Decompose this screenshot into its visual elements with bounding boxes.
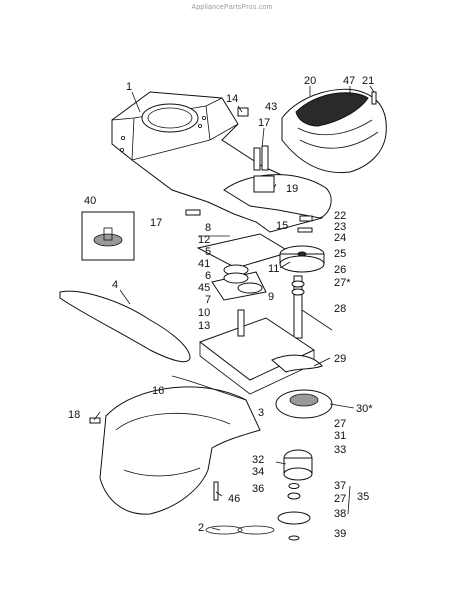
label-20: 20 xyxy=(304,75,316,87)
label-40: 40 xyxy=(84,195,96,207)
scroll-housing xyxy=(99,375,261,515)
label-4: 4 xyxy=(112,279,118,291)
leader-lines xyxy=(93,85,375,531)
label-37: 37 xyxy=(334,480,346,492)
label-12: 12 xyxy=(198,234,210,246)
label-31: 31 xyxy=(334,430,346,442)
part-number-labels: 1 14 43 17 20 47 21 19 40 17 22 23 24 25… xyxy=(68,75,374,540)
impeller xyxy=(275,389,333,419)
label-21: 21 xyxy=(362,75,374,87)
label-28: 28 xyxy=(334,303,346,315)
label-7: 7 xyxy=(205,294,211,306)
pulley-large xyxy=(279,245,325,273)
label-39: 39 xyxy=(334,528,346,540)
label-22: 22 xyxy=(334,210,346,222)
label-13: 13 xyxy=(198,320,210,332)
watermark: AppliancePartsPros.com xyxy=(191,4,273,11)
label-15: 15 xyxy=(276,220,288,232)
label-19: 19 xyxy=(286,183,298,195)
drive-belt xyxy=(59,290,191,363)
label-5: 5 xyxy=(205,246,211,258)
label-32: 32 xyxy=(252,454,264,466)
label-6: 6 xyxy=(205,270,211,282)
label-25: 25 xyxy=(334,248,346,260)
engine-cover xyxy=(281,88,387,174)
label-27a: 27* xyxy=(334,277,351,289)
label-45: 45 xyxy=(198,282,210,294)
label-26: 26 xyxy=(334,264,346,276)
label-10: 10 xyxy=(198,307,210,319)
label-41: 41 xyxy=(198,258,210,270)
label-38: 38 xyxy=(334,508,346,520)
lower-plate xyxy=(198,317,323,395)
label-2: 2 xyxy=(198,522,204,534)
label-16: 16 xyxy=(152,385,164,397)
label-43: 43 xyxy=(265,101,277,113)
label-18: 18 xyxy=(68,409,80,421)
label-14: 14 xyxy=(226,93,238,105)
label-30: 30* xyxy=(356,403,373,415)
label-17a: 17 xyxy=(258,117,270,129)
label-3: 3 xyxy=(258,407,264,419)
inset-detail xyxy=(81,211,135,261)
label-47: 47 xyxy=(343,75,355,87)
hardware xyxy=(89,91,377,501)
label-33: 33 xyxy=(334,444,346,456)
label-11: 11 xyxy=(268,263,279,275)
spring xyxy=(205,525,275,535)
pulley-small xyxy=(223,264,263,294)
shaft xyxy=(291,275,305,339)
label-27b: 27 xyxy=(334,418,346,430)
label-36: 36 xyxy=(252,483,264,495)
deflector-plate xyxy=(223,174,332,219)
label-8: 8 xyxy=(205,222,211,234)
label-46: 46 xyxy=(228,493,240,505)
label-17b: 17 xyxy=(150,217,162,229)
label-29: 29 xyxy=(334,353,346,365)
label-1: 1 xyxy=(126,81,132,93)
label-9: 9 xyxy=(268,291,274,303)
label-35: 35 xyxy=(357,491,369,503)
label-24: 24 xyxy=(334,232,346,244)
lower-stack xyxy=(277,449,313,541)
label-23: 23 xyxy=(334,221,346,233)
label-27c: 27 xyxy=(334,493,346,505)
label-34: 34 xyxy=(252,466,264,478)
